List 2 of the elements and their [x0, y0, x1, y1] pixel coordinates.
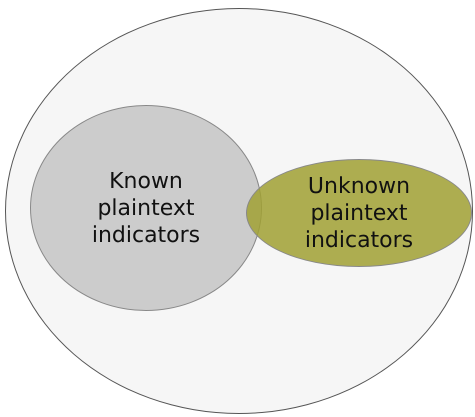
ellipse-label: Unknown plaintext indicators — [304, 172, 414, 254]
ellipse-label: Known plaintext indicators — [90, 168, 202, 248]
